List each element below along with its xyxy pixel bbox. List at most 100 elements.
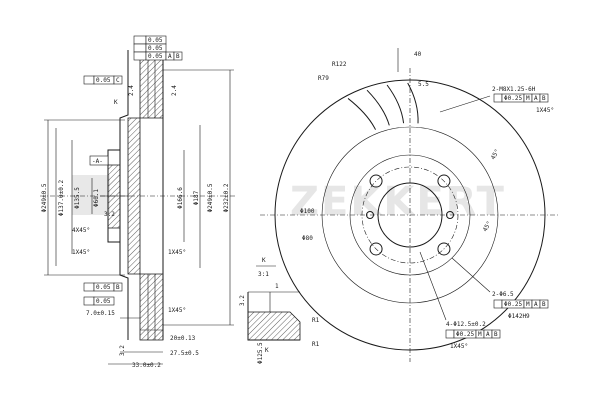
dim-phi80: Φ80: [302, 235, 313, 242]
gdt-symbol-cell: [133, 35, 147, 45]
bolt-hole: [437, 174, 451, 188]
gdt-frame-bottom: 0.05 B: [83, 282, 123, 292]
callout-leader-holes: [451, 257, 491, 293]
dim-r32: 3.2: [104, 211, 115, 218]
dim-7: 7.0±0.15: [86, 310, 115, 317]
gdt-symbol-cell-2: [133, 43, 147, 53]
detail-title: K: [262, 257, 266, 264]
hole-callout: 2-Φ6.5: [492, 291, 514, 298]
callout-leader-bolts: [419, 251, 447, 321]
dim-r122: R122: [332, 61, 347, 68]
datum-a-box: [89, 155, 109, 166]
thread-gdt-symbol: [493, 93, 503, 103]
detail-r1-lower: R1: [312, 341, 320, 348]
bolt-gdt-symbol: [445, 329, 455, 339]
threaded-hole: [446, 211, 454, 219]
dim-33: 33.0±0.2: [132, 362, 161, 369]
gdt-top-value-3: 0.05: [148, 53, 163, 60]
brand-watermark: ZEKKERT: [72, 175, 506, 225]
dim-40: 40: [414, 51, 422, 58]
dim-20: 20±0.13: [170, 335, 196, 342]
detail-dim-1: 1: [275, 283, 279, 290]
hole-gdt-symbol: [493, 299, 503, 309]
bolt-hole: [437, 242, 451, 256]
bolt-hole: [369, 174, 383, 188]
detail-dim-32: 3.2: [239, 295, 246, 306]
gdt-bottom-value: 0.05: [96, 284, 111, 291]
angle-45-lower: 45°: [482, 220, 493, 233]
hole-gdt-b-cell: [539, 299, 549, 309]
dim-24-left: 2.4: [128, 85, 135, 96]
vent-vane: [347, 98, 376, 130]
gdt-datum-b-cell: [173, 51, 183, 61]
detail-section: [247, 311, 301, 341]
dim-27: 27.5±0.5: [170, 350, 199, 357]
gdt-frame-top: 0.05 0.05 0.05 A B: [133, 35, 183, 61]
gdt-bottom-datum-cell: [113, 282, 123, 292]
bolt-gdt-value: Φ0.25: [456, 331, 474, 338]
thread-gdt-b-cell: [539, 93, 549, 103]
center-bore-dim: Φ142H9: [508, 313, 530, 320]
dim-249-right: Φ249±0.5: [207, 183, 214, 212]
gdt-mid-datum-cell: [113, 75, 123, 85]
dim-249-left: Φ249±0.5: [41, 183, 48, 212]
gdt-left-value: 0.05: [96, 298, 111, 305]
detail-r1-upper: R1: [312, 317, 320, 324]
gdt-left-value-cell: [93, 296, 115, 306]
dim-60: Φ60.1: [93, 189, 100, 207]
chamfer-1x45-right: 1X45°: [168, 249, 186, 256]
gdt-mid-value: 0.05: [96, 77, 111, 84]
dim-5-5: 5.5: [418, 81, 429, 88]
dim-232: Φ232±0.2: [223, 183, 230, 212]
thread-callout: 2-M8X1.25-6H: [492, 86, 536, 93]
brand-name: ZEKKERT: [290, 179, 506, 225]
bolt-holes-group: [366, 174, 454, 256]
bolt-hole: [369, 242, 383, 256]
detail-k-marker: K: [114, 99, 118, 106]
gdt-bottom-datum: B: [116, 284, 120, 291]
dim-32-bottom: 3.2: [119, 345, 126, 356]
gdt-top-datum-a: A: [168, 53, 172, 60]
thread-gdt-m: M: [526, 95, 530, 102]
bolt-gdt-b-cell: [491, 329, 501, 339]
gdt-bottom-symbol: [83, 282, 95, 292]
gdt-top-datum-b: B: [176, 53, 180, 60]
dim-187: Φ187: [193, 190, 200, 205]
vent-vane: [366, 89, 390, 126]
thread-gdt-a: A: [534, 95, 538, 102]
detail-scale: 3:1: [258, 271, 269, 278]
hole-gdt-value: Φ0.25: [504, 301, 522, 308]
vent-vane: [407, 82, 419, 124]
thread-chamfer: 1X45°: [536, 107, 554, 114]
gdt-symbol-cell-3: [133, 51, 147, 61]
hole-gdt-b: B: [542, 301, 546, 308]
bolt-hole-callout: 4-Φ12.5±0.2: [446, 321, 486, 328]
dim-166: Φ166.6: [177, 187, 184, 209]
gdt-frame-mid: 0.05 C: [83, 75, 123, 85]
angle-45-upper: 45°: [490, 148, 501, 161]
detail-dim-125: Φ125.5: [257, 342, 264, 364]
thread-gdt-value: Φ0.25: [504, 95, 522, 102]
hole-gdt-a: A: [534, 301, 538, 308]
bolt-gdt-m: M: [478, 331, 482, 338]
vent-vanes-group: [347, 82, 419, 130]
chamfer-4x45: 4X45°: [72, 227, 90, 234]
vent-vane: [386, 84, 405, 124]
datum-a-label: -A-: [92, 158, 103, 165]
dim-r79: R79: [318, 75, 329, 82]
gdt-frame-left: 0.05: [83, 296, 115, 306]
thread-gdt-b: B: [542, 95, 546, 102]
section-view: Φ249±0.5 Φ137.0±0.2 Φ135.5 Φ60.1 Φ166.6 …: [40, 35, 235, 369]
bolt-gdt-b: B: [494, 331, 498, 338]
callout-leader-thread: [439, 95, 491, 113]
gdt-top-value-2: 0.05: [148, 45, 163, 52]
hat-section: [127, 117, 141, 275]
hole-gdt-m: M: [526, 301, 530, 308]
front-view: 40 R122 R79 5.5 2-M8X1.25-6H Φ0.25 M A B…: [260, 48, 560, 362]
gdt-mid-symbol: [83, 75, 95, 85]
gdt-top-value-1: 0.05: [148, 37, 163, 44]
bolt-chamfer: 1X45°: [450, 343, 468, 350]
threaded-hole: [366, 211, 374, 219]
bolt-gdt-a: A: [486, 331, 490, 338]
